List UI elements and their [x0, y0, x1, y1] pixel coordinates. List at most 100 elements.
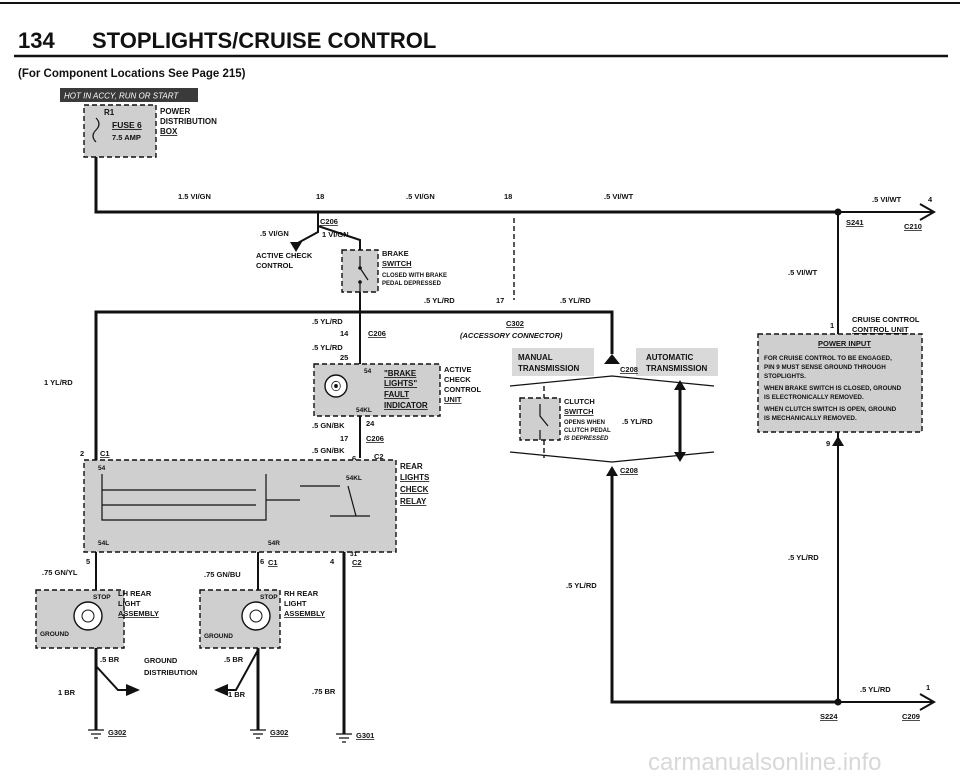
ground-g302b: G302: [270, 728, 288, 737]
power-input-7: IS MECHANICALLY REMOVED.: [764, 415, 857, 422]
wire-br-d: 1 BR: [228, 690, 246, 699]
rh-rear-2: LIGHT: [284, 599, 307, 608]
connector-c206a: C206: [320, 217, 338, 226]
connector-c1b: C1: [268, 558, 278, 567]
fault-1: "BRAKE: [384, 369, 417, 378]
connector-c302: C302: [506, 319, 524, 328]
lh-rear-light: STOP GROUND LH REAR LIGHT ASSEMBLY: [35, 589, 159, 649]
pin-54l: 54L: [98, 540, 109, 547]
c302-note: (ACCESSORY CONNECTOR): [460, 331, 563, 340]
connector-c208b: C208: [620, 466, 638, 475]
brake-switch-3: CLOSED WITH BRAKE: [382, 273, 447, 279]
fault-3: FAULT: [384, 390, 409, 399]
watermark: carmanualsonline.info: [648, 749, 881, 776]
page-title: STOPLIGHTS/CRUISE CONTROL: [92, 28, 436, 53]
wire-yl-rd-b: .5 YL/RD: [560, 296, 591, 305]
pin-54kl: 54KL: [356, 407, 372, 414]
connector-c209: C209: [902, 712, 920, 721]
wire-gn-yl: .75 GN/YL: [42, 568, 78, 577]
wire-yl-rd-a: .5 YL/RD: [424, 296, 455, 305]
pin-54b: 54: [98, 465, 106, 472]
connector-c208a: C208: [620, 365, 638, 374]
wire-gn-bk-a: .5 GN/BK: [312, 421, 345, 430]
main-feed: 1.5 VI/GN 18 .5 VI/GN 18 .5 VI/WT .5 VI/…: [94, 157, 937, 300]
ground-g302a: G302: [108, 728, 126, 737]
pin-6b: 6: [260, 557, 264, 566]
rear-lights-relay: 2 C1 54 54KL 54L 54R 31 REAR LIGHTS CHEC…: [80, 449, 430, 558]
yl-rd-bus: .5 YL/RD 17 .5 YL/RD C302 (ACCESSORY CON…: [44, 292, 614, 460]
fuse-pin: R1: [104, 108, 115, 117]
power-box-3: BOX: [160, 127, 178, 136]
fuse-name: FUSE 6: [112, 120, 142, 130]
pin-4: 4: [928, 195, 933, 204]
lh-rear-2: LIGHT: [118, 599, 141, 608]
active-check-unit: ⦿ 54 54KL "BRAKE LIGHTS" FAULT INDICATOR…: [313, 363, 481, 417]
wire-gn-bu: .75 GN/BU: [204, 570, 241, 579]
svg-text:⦿: ⦿: [331, 380, 341, 393]
ground-label-a: GROUND: [40, 631, 69, 638]
wire-br-a: .5 BR: [100, 655, 120, 664]
pin-54kl2: 54KL: [346, 475, 362, 482]
pin-4b: 4: [330, 557, 335, 566]
acu-2: CHECK: [444, 375, 471, 384]
relay-4: RELAY: [400, 497, 427, 506]
pin-17b: 17: [340, 434, 348, 443]
power-input-2: PIN 9 MUST SENSE GROUND THROUGH: [764, 364, 886, 371]
transmission-variants: MANUAL TRANSMISSION AUTOMATIC TRANSMISSI…: [509, 348, 718, 463]
wire-yl-rd-c: .5 YL/RD: [312, 317, 343, 326]
connector-c210: C210: [904, 222, 922, 231]
manual-1: MANUAL: [518, 353, 553, 362]
wire-yl-rd-left: 1 YL/RD: [44, 378, 73, 387]
lamp-wires: 5 .75 GN/YL 6 C1 .75 GN/BU 4 C2: [42, 552, 362, 734]
wire-vigr-brake: 1 VI/GN: [322, 230, 349, 239]
power-box-1: POWER: [160, 107, 190, 116]
power-input-1: FOR CRUISE CONTROL TO BE ENGAGED,: [764, 355, 892, 362]
pin-54r: 54R: [268, 540, 280, 547]
wire-br-e: .75 BR: [312, 687, 336, 696]
wire-yl-rd-clutch: .5 YL/RD: [622, 417, 653, 426]
acu-1: ACTIVE: [444, 365, 472, 374]
pin-18b: 18: [504, 192, 512, 201]
brake-switch-1: BRAKE: [382, 249, 409, 258]
power-input-6: WHEN CLUTCH SWITCH IS OPEN, GROUND: [764, 406, 897, 413]
pin-54: 54: [364, 368, 372, 375]
active-check-1: ACTIVE CHECK: [256, 251, 313, 260]
pin-14: 14: [340, 329, 349, 338]
fault-2: LIGHTS": [384, 379, 417, 388]
fault-4: INDICATOR: [384, 401, 428, 410]
pin-31: 31: [350, 551, 358, 558]
fuse-block: HOT IN ACCY, RUN OR START R1 FUSE 6 7.5 …: [60, 88, 217, 158]
rh-rear-1: RH REAR: [284, 589, 319, 598]
cruise-2: CONTROL UNIT: [852, 325, 909, 334]
wire-yl-rd-cruise: .5 YL/RD: [788, 553, 819, 562]
manual-2: TRANSMISSION: [518, 364, 580, 373]
power-box-2: DISTRIBUTION: [160, 117, 217, 126]
pin-18a: 18: [316, 192, 324, 201]
active-check-2: CONTROL: [256, 261, 293, 270]
brake-switch-4: PEDAL DEPRESSED: [382, 281, 442, 287]
fuse-rating: 7.5 AMP: [112, 133, 141, 142]
rh-rear-3: ASSEMBLY: [284, 609, 325, 618]
ground-distribution: .5 BR .5 BR GROUND DISTRIBUTION 1 BR 1 B…: [58, 648, 374, 743]
clutch-2: SWITCH: [564, 407, 594, 416]
pin-1a: 1: [830, 321, 834, 330]
ground-dist-2: DISTRIBUTION: [144, 668, 197, 677]
connector-c2a: C2: [374, 452, 384, 461]
wire-br-b: .5 BR: [224, 655, 244, 664]
page-subtitle: (For Component Locations See Page 215): [18, 68, 246, 80]
power-input-3: STOPLIGHTS.: [764, 373, 806, 380]
page-number: 134: [18, 28, 55, 53]
pin-2: 2: [80, 449, 84, 458]
hot-label: HOT IN ACCY, RUN OR START: [64, 92, 179, 101]
acu-4: UNIT: [444, 395, 462, 404]
rh-rear-light: STOP GROUND RH REAR LIGHT ASSEMBLY: [199, 589, 325, 649]
connector-c1a: C1: [100, 449, 110, 458]
pin-24: 24: [366, 419, 375, 428]
wire-yl-rd-d: .5 YL/RD: [312, 343, 343, 352]
brake-switch: BRAKE SWITCH CLOSED WITH BRAKE PEDAL DEP…: [341, 249, 447, 293]
clutch-5: IS DEPRESSED: [564, 436, 609, 442]
wire-viwt-mid: .5 VI/WT: [604, 192, 634, 201]
pin-5: 5: [86, 557, 90, 566]
pin-25: 25: [340, 353, 348, 362]
